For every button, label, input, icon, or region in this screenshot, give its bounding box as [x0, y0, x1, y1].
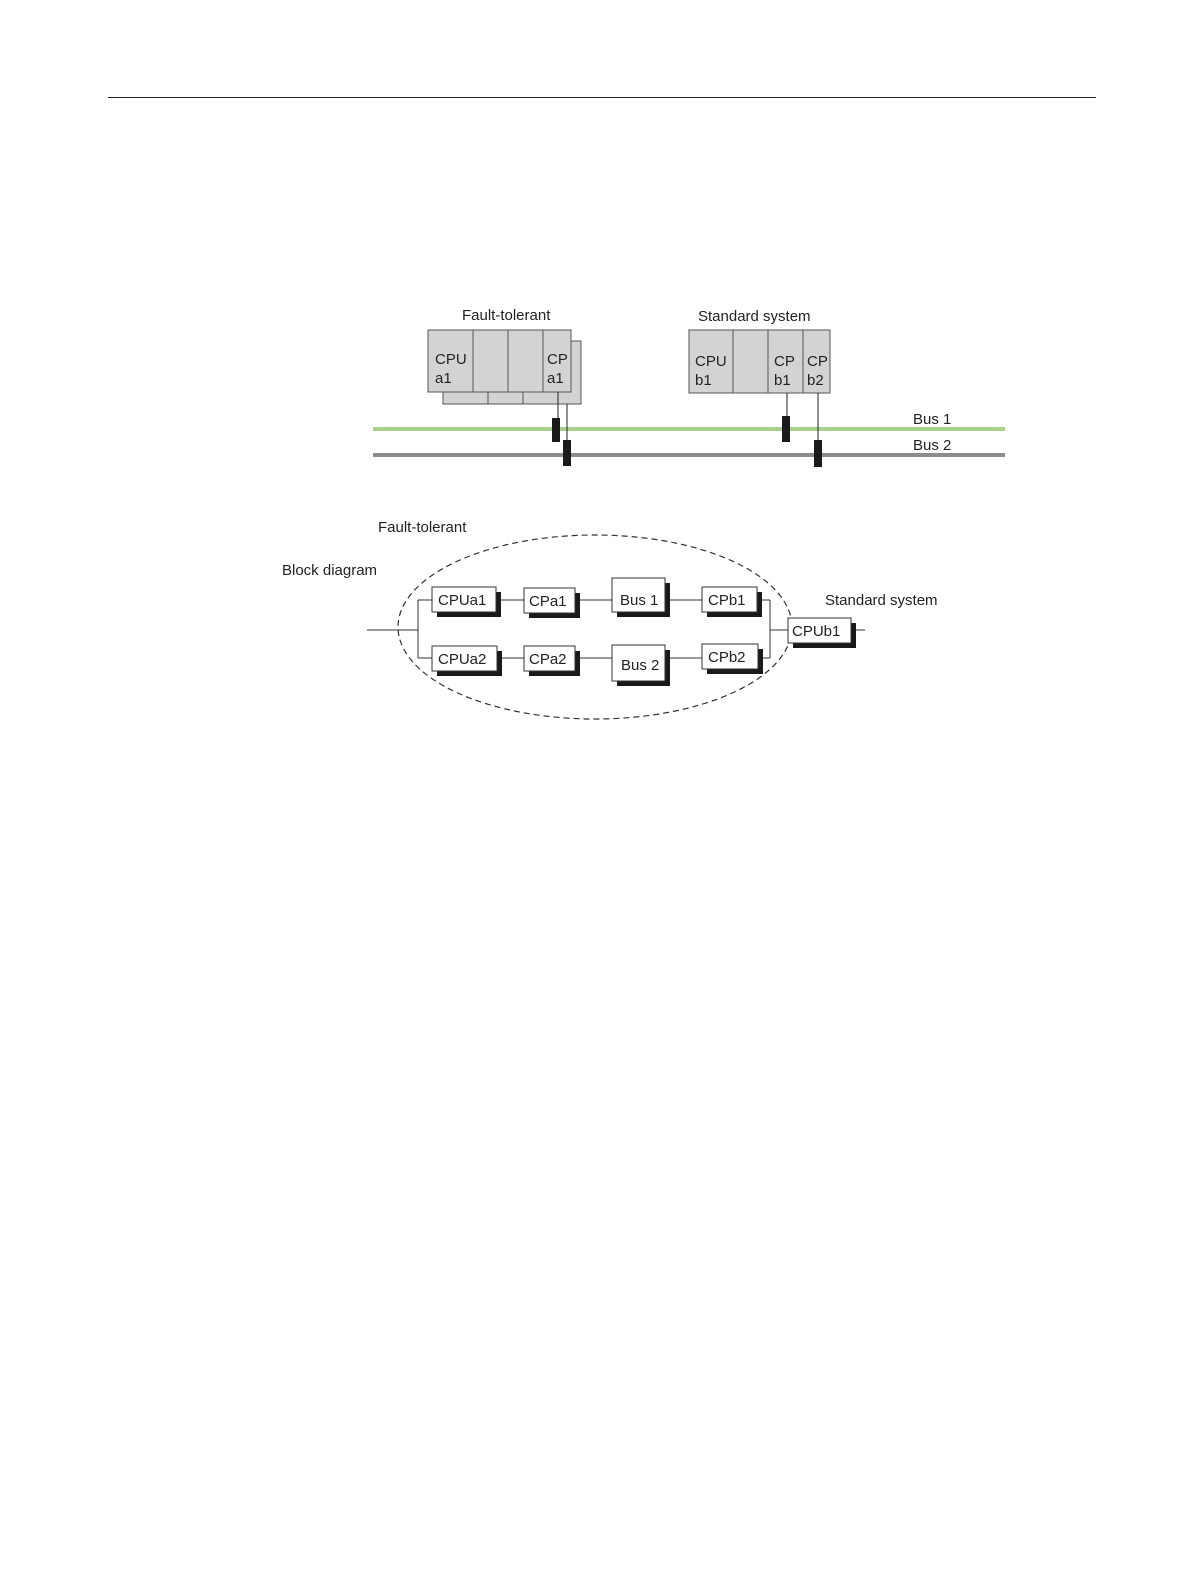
block-diagram: Fault-tolerant Block diagram Standard sy…: [282, 519, 938, 719]
ft-cpu-label-line2: a1: [435, 370, 452, 387]
svg-text:CPa2: CPa2: [529, 651, 567, 668]
std-cp2-label-line2: b2: [807, 372, 824, 389]
std-connector-bus1: [782, 416, 790, 442]
block-diagram-title: Block diagram: [282, 562, 377, 579]
svg-text:Bus 1: Bus 1: [620, 592, 658, 609]
block-standard-label: Standard system: [825, 592, 938, 609]
bus-2-label: Bus 2: [913, 437, 951, 454]
ft-cpu-label-line1: CPU: [435, 351, 467, 368]
fault-tolerant-boundary: [398, 535, 792, 719]
standard-rack: CPU b1 CP b1 CP b2: [689, 330, 830, 467]
ft-connector-bus1: [552, 418, 560, 442]
svg-text:CPa1: CPa1: [529, 593, 567, 610]
fault-tolerant-title: Fault-tolerant: [462, 307, 551, 324]
std-cp1-label-line2: b1: [774, 372, 791, 389]
block-bus1: Bus 1: [612, 578, 670, 617]
block-cpa2: CPa2: [524, 646, 580, 676]
hardware-view: CPU a1 CP a1 Fault-tolerant CPU b1 CP b1…: [373, 307, 1005, 467]
block-cpa1: CPa1: [524, 588, 580, 618]
block-cpua2: CPUa2: [432, 646, 502, 676]
ft-connector-bus2: [563, 440, 571, 466]
bus-1-label: Bus 1: [913, 411, 951, 428]
block-cpua1: CPUa1: [432, 587, 501, 617]
std-cpu-label-line2: b1: [695, 372, 712, 389]
svg-text:CPb2: CPb2: [708, 649, 746, 666]
svg-text:CPUa2: CPUa2: [438, 651, 486, 668]
block-cpb1: CPb1: [702, 587, 762, 617]
svg-text:Bus 2: Bus 2: [621, 657, 659, 674]
svg-text:CPUa1: CPUa1: [438, 592, 486, 609]
std-cpu-label-line1: CPU: [695, 353, 727, 370]
std-connector-bus2: [814, 440, 822, 467]
svg-text:CPb1: CPb1: [708, 592, 746, 609]
standard-system-title: Standard system: [698, 308, 811, 325]
block-bus2: Bus 2: [612, 645, 670, 686]
std-cp1-label-line1: CP: [774, 353, 795, 370]
fault-tolerant-rack: CPU a1 CP a1: [428, 330, 581, 466]
block-cpub1: CPUb1: [788, 618, 856, 648]
svg-text:CPUb1: CPUb1: [792, 623, 840, 640]
block-cpb2: CPb2: [702, 644, 763, 674]
block-fault-tolerant-label: Fault-tolerant: [378, 519, 467, 536]
ft-cp-label-line1: CP: [547, 351, 568, 368]
std-cp2-label-line1: CP: [807, 353, 828, 370]
ft-cp-label-line2: a1: [547, 370, 564, 387]
